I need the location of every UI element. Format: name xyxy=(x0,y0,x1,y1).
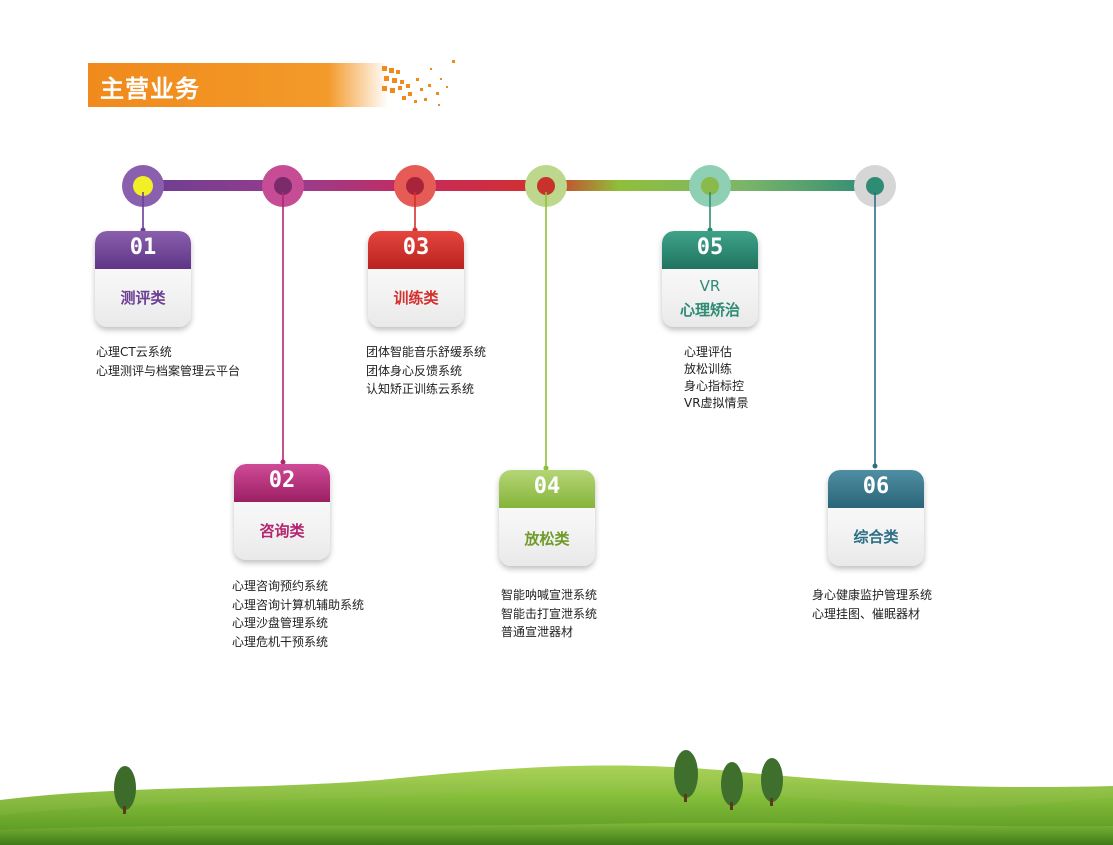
card-title-04: 放松类 xyxy=(524,530,570,548)
timeline-node-03 xyxy=(394,165,436,207)
item: 心理评估 xyxy=(684,345,733,359)
timeline-node-01 xyxy=(122,165,164,207)
category-card-03: 03 训练类 xyxy=(368,231,464,327)
item: 团体身心反馈系统 xyxy=(366,363,463,378)
item: 心理测评与档案管理云平台 xyxy=(96,363,241,378)
category-items-01: 心理CT云系统 心理测评与档案管理云平台 xyxy=(96,343,240,380)
category-items-04: 智能呐喊宣泄系统 智能击打宣泄系统 普通宣泄器材 xyxy=(501,586,597,642)
card-title-02: 咨询类 xyxy=(259,522,305,540)
tree-icon xyxy=(761,758,783,806)
item: 心理挂图、催眠器材 xyxy=(812,606,921,621)
card-header-06 xyxy=(828,470,924,508)
item: 心理CT云系统 xyxy=(96,345,172,359)
card-number-04: 04 xyxy=(533,474,561,499)
item: 认知矫正训练云系统 xyxy=(366,382,475,396)
item: 普通宣泄器材 xyxy=(501,625,574,639)
item: 智能呐喊宣泄系统 xyxy=(501,588,598,602)
category-card-01: 01 测评类 xyxy=(95,231,191,327)
card-number-05: 05 xyxy=(696,235,724,260)
landscape-illustration xyxy=(0,750,1113,845)
tree-icon xyxy=(674,750,698,802)
timeline-node-05 xyxy=(689,165,731,207)
card-number-02: 02 xyxy=(268,468,296,493)
card-header-03 xyxy=(368,231,464,269)
category-items-06: 身心健康监护管理系统 心理挂图、催眠器材 xyxy=(812,586,932,623)
item: 团体智能音乐舒缓系统 xyxy=(366,345,487,359)
tree-icon xyxy=(114,766,136,814)
tree-icon xyxy=(721,762,743,810)
category-card-05: 05 VR 心理矫治 xyxy=(662,231,758,327)
page-title: 主营业务 xyxy=(100,75,200,103)
card-header-04 xyxy=(499,470,595,508)
card-number-03: 03 xyxy=(402,235,430,260)
timeline-node-04 xyxy=(525,165,567,207)
category-items-05: 心理评估 放松训练 身心指标控 VR虚拟情景 xyxy=(684,344,749,412)
hill-front xyxy=(0,822,1113,845)
category-items-02: 心理咨询预约系统 心理咨询计算机辅助系统 心理沙盘管理系统 心理危机干预系统 xyxy=(232,577,364,651)
category-card-06: 06 综合类 xyxy=(828,470,924,566)
card-number-01: 01 xyxy=(129,235,157,260)
card-number-06: 06 xyxy=(862,474,890,499)
timeline-node-06 xyxy=(854,165,896,207)
timeline-bar xyxy=(143,180,875,191)
card-title-03: 训练类 xyxy=(393,289,439,307)
card-title-05-line2: 心理矫治 xyxy=(679,301,740,319)
item: 身心指标控 xyxy=(684,379,745,393)
category-items-03: 团体智能音乐舒缓系统 团体身心反馈系统 认知矫正训练云系统 xyxy=(366,343,486,399)
timeline-node-02 xyxy=(262,165,304,207)
category-card-04: 04 放松类 xyxy=(499,470,595,566)
item: 心理咨询计算机辅助系统 xyxy=(232,597,365,612)
card-header-01 xyxy=(95,231,191,269)
card-title-01: 测评类 xyxy=(120,289,166,307)
dot-pattern-decoration xyxy=(382,60,455,106)
card-header-05 xyxy=(662,231,758,269)
item: 智能击打宣泄系统 xyxy=(501,606,598,621)
item: 身心健康监护管理系统 xyxy=(812,588,933,602)
item: 心理咨询预约系统 xyxy=(232,579,329,593)
card-title-06: 综合类 xyxy=(853,528,899,546)
item: VR虚拟情景 xyxy=(684,396,749,410)
title-banner xyxy=(88,63,388,107)
item: 心理沙盘管理系统 xyxy=(232,616,329,630)
item: 放松训练 xyxy=(684,362,733,376)
card-title-05-line1: VR xyxy=(699,277,721,295)
category-card-02: 02 咨询类 xyxy=(234,464,330,560)
card-header-02 xyxy=(234,464,330,502)
item: 心理危机干预系统 xyxy=(232,634,329,649)
